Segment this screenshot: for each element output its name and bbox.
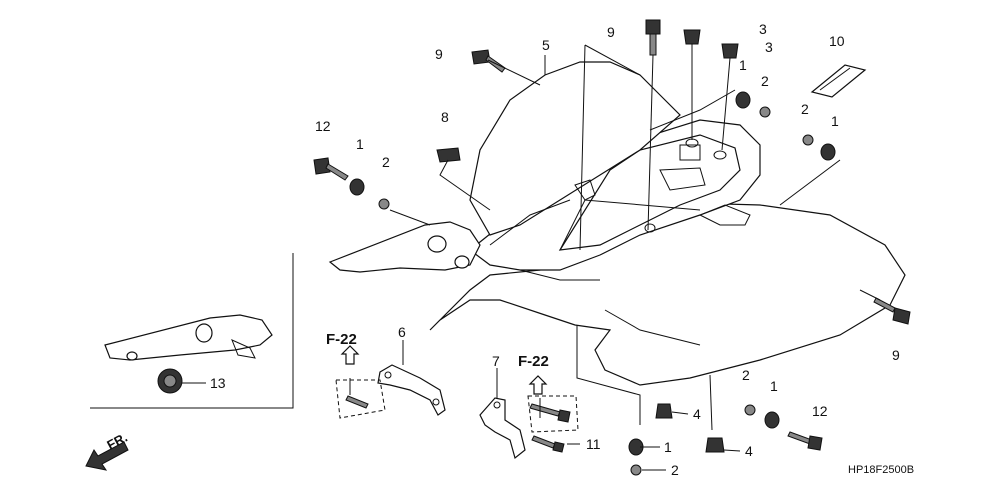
callout-4-lower: 4 bbox=[745, 443, 753, 459]
callout-4-upper: 4 bbox=[693, 406, 701, 422]
callout-5: 5 bbox=[542, 37, 550, 53]
callout-8: 8 bbox=[441, 109, 449, 125]
callout-9-top-left: 9 bbox=[435, 46, 443, 62]
callout-1-top-right: 1 bbox=[739, 57, 747, 73]
callout-11: 11 bbox=[586, 436, 601, 452]
callout-10: 10 bbox=[829, 33, 845, 49]
callout-3-upper: 3 bbox=[759, 21, 767, 37]
callout-1-bottom-right: 1 bbox=[770, 378, 778, 394]
reference-f22-left: F-22 bbox=[326, 331, 357, 348]
callout-2-left: 2 bbox=[382, 154, 390, 170]
callout-1-left: 1 bbox=[356, 136, 364, 152]
leader-lines bbox=[182, 44, 881, 471]
callout-2-top-right: 2 bbox=[761, 73, 769, 89]
diagram-code: HP18F2500B bbox=[848, 464, 914, 476]
callout-12-left: 12 bbox=[315, 118, 331, 134]
callout-1-right: 1 bbox=[831, 113, 839, 129]
bracket-6 bbox=[377, 364, 446, 416]
rear-fender bbox=[328, 61, 906, 386]
reference-boxes bbox=[335, 345, 579, 433]
callout-7: 7 bbox=[492, 353, 500, 369]
callout-1-bottom: 1 bbox=[664, 439, 672, 455]
reference-f22-right: F-22 bbox=[518, 353, 549, 370]
callout-2-right: 2 bbox=[801, 101, 809, 117]
bracket-7 bbox=[479, 397, 526, 460]
callout-2-bottom-right: 2 bbox=[742, 367, 750, 383]
callout-13: 13 bbox=[210, 375, 226, 391]
inset-detail bbox=[90, 253, 294, 409]
callout-2-bottom: 2 bbox=[671, 462, 679, 478]
callout-12-right: 12 bbox=[812, 403, 828, 419]
front-direction-arrow: FR. bbox=[85, 430, 130, 471]
fasteners bbox=[157, 19, 911, 476]
callout-6: 6 bbox=[398, 324, 406, 340]
callout-labels: 9 9 5 3 3 1 2 10 2 1 8 12 1 2 9 6 7 13 1… bbox=[210, 21, 900, 478]
callout-9-right: 9 bbox=[892, 347, 900, 363]
callout-9-top: 9 bbox=[607, 24, 615, 40]
callout-3-lower: 3 bbox=[765, 39, 773, 55]
